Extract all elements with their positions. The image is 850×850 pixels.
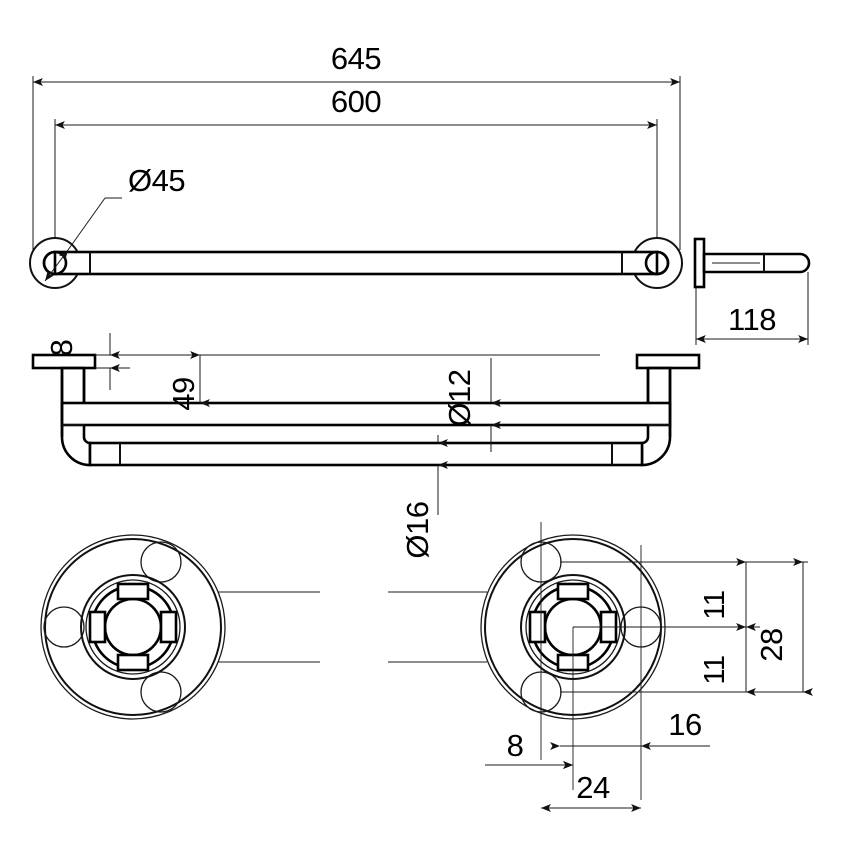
leader-flange-diameter-45: Ø45 (44, 163, 186, 282)
flange-right-key-slot-left (528, 610, 547, 644)
side-view-right-wall-plate (635, 353, 701, 370)
side-view-upper-bar (60, 401, 672, 427)
dimension-overall-length-645: 645 (32, 41, 681, 250)
side-view (31, 353, 701, 467)
dim-label-post-diameter-16: Ø16 (400, 501, 435, 558)
dimension-screw-spacing: 11 11 28 (560, 558, 813, 696)
dimension-center-to-center-600: 600 (54, 84, 658, 250)
dim-label-28: 28 (754, 628, 789, 661)
dim-label-11-lower: 11 (699, 655, 731, 684)
dimension-plate-thickness-8: 8 (44, 333, 600, 390)
flange-left-bore (103, 597, 163, 657)
flange-left-collar-inner (85, 579, 181, 675)
flange-left-outer-rim (40, 534, 226, 720)
flange-left-key-slot-left (88, 610, 107, 644)
dim-label-11-upper: 11 (699, 590, 731, 619)
dim-label-16: 16 (668, 707, 701, 742)
top-view-bar-body (53, 250, 659, 276)
flange-left-key-slot-bottom (116, 653, 150, 672)
top-view-right-bore-overlay (644, 250, 670, 276)
dim-label-118: 118 (728, 302, 776, 337)
dim-label-600: 600 (331, 84, 381, 119)
flange-left-outer-edge (44, 538, 222, 716)
dimension-bar-height-49: 49 (166, 351, 210, 411)
dim-label-24: 24 (576, 770, 610, 805)
side-view-lower-bar (88, 441, 644, 467)
dimension-offset-24: 24 (541, 770, 641, 812)
flange-right-key-slot-top (556, 582, 590, 601)
dimension-offset-8: 8 (485, 728, 573, 769)
flange-left-key-slot-top (116, 582, 150, 601)
dim-label-flange-diameter-45: Ø45 (128, 163, 185, 198)
flange-projection-lines (218, 591, 487, 663)
flange-left-screw-hole-left (43, 606, 85, 648)
dim-label-49: 49 (166, 377, 201, 410)
dimension-offset-16: 16 (550, 707, 710, 750)
end-view-arm-shaft (702, 252, 811, 274)
flange-left-key-slot-right (159, 610, 178, 644)
dimension-projection-118: 118 (695, 272, 809, 345)
top-view (29, 237, 683, 289)
dim-label-bar-diameter-12: Ø12 (442, 369, 477, 426)
dimension-bar-diameter-12: Ø12 (442, 358, 501, 452)
flange-detail-left (40, 534, 226, 720)
dim-label-645: 645 (331, 41, 381, 76)
flange-left-collar-outer (80, 574, 186, 680)
side-view-right-post (640, 366, 672, 467)
dimension-post-diameter-16: Ø16 (400, 435, 448, 559)
dim-label-8-offset: 8 (507, 728, 524, 763)
end-view (693, 237, 811, 289)
dim-label-8-thickness: 8 (44, 340, 79, 357)
side-view-left-post (60, 366, 92, 467)
end-view-wall-plate (693, 237, 706, 289)
